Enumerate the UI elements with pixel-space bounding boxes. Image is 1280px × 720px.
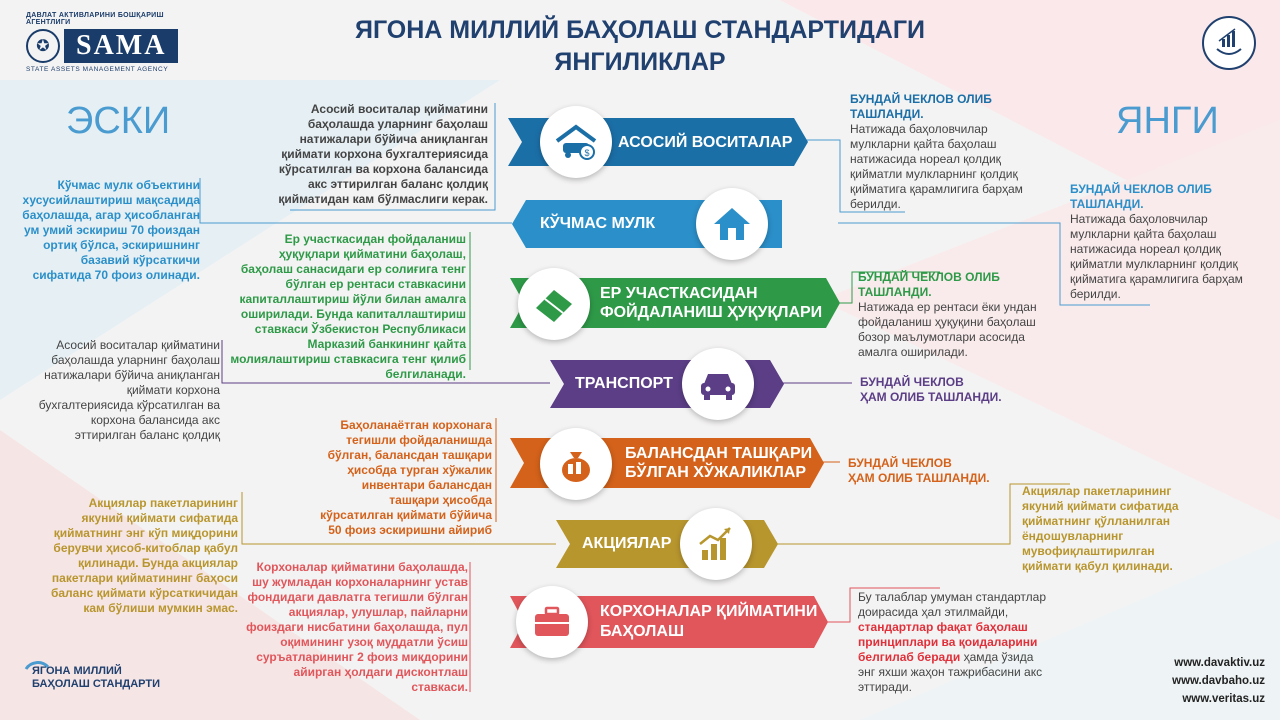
row2-new-head: БУНДАЙ ЧЕКЛОВ ОЛИБ ТАШЛАНДИ. <box>1070 182 1212 211</box>
row3-old-text: Ер участкасидан фойдаланиш ҳуқуқлари қий… <box>230 232 466 381</box>
row4-new-head-2: ҲАМ ОЛИБ ТАШЛАНДИ. <box>860 390 1002 404</box>
row4-new-head-1: БУНДАЙ ЧЕКЛОВ <box>860 375 964 389</box>
row4-old-text: Асосий воситалар қийматини баҳолашда ула… <box>38 338 220 442</box>
footer-logo-line-2: БАҲОЛАШ СТАНДАРТИ <box>32 678 161 690</box>
row7-title-line-1: КОРХОНАЛАР ҚИЙМАТИНИ <box>600 603 818 620</box>
car-in-garage-icon: $ <box>555 124 597 160</box>
row5-new-head-2: ҲАМ ОЛИБ ТАШЛАНДИ. <box>848 471 990 485</box>
row4-title: ТРАНСПОРТ <box>575 375 673 392</box>
row4-new: БУНДАЙ ЧЕКЛОВ ҲАМ ОЛИБ ТАШЛАНДИ. <box>860 375 1030 405</box>
row3-title-line-2: ФОЙДАЛАНИШ ҲУҚУҚЛАРИ <box>600 304 823 321</box>
row3-title: ЕР УЧАСТКАСИДАН ФОЙДАЛАНИШ ҲУҚУҚЛАРИ <box>600 282 822 324</box>
row1-new-text: Натижада баҳоловчилар мулкларни қайта ба… <box>850 122 1023 211</box>
row2-new: БУНДАЙ ЧЕКЛОВ ОЛИБ ТАШЛАНДИ. Натижада ба… <box>1070 182 1260 302</box>
new-label: ЯНГИ <box>1116 100 1219 142</box>
money-bag-icon <box>562 452 590 482</box>
row1-icon-circle: $ <box>540 106 612 178</box>
row2-old-text: Кўчмас мулк объектини хусусийлаштириш ма… <box>22 178 200 282</box>
state-emblem-icon: ✪ <box>26 29 60 63</box>
row1-title: АСОСИЙ ВОСИТАЛАР <box>618 134 793 151</box>
row1-new-head: БУНДАЙ ЧЕКЛОВ ОЛИБ ТАШЛАНДИ. <box>850 92 992 121</box>
logo-bottom-text: STATE ASSETS MANAGEMENT AGENCY <box>26 66 169 73</box>
row6-title: АКЦИЯЛАР <box>582 535 672 552</box>
row7-new-text-c: ҳамда ўзида энг яхши жаҳон тажрибасини а… <box>858 650 1043 694</box>
land-plot-icon <box>536 290 572 322</box>
row6-new-text: Акциялар пакетларининг якуний қиймати си… <box>1022 484 1179 573</box>
row7-title: КОРХОНАЛАР ҚИЙМАТИНИ БАҲОЛАШ <box>600 601 817 643</box>
page-title: ЯГОНА МИЛЛИЙ БАҲОЛАШ СТАНДАРТИДАГИ ЯНГИЛ… <box>320 14 960 78</box>
title-line-2: ЯНГИЛИКЛАР <box>554 48 726 76</box>
row3-new: БУНДАЙ ЧЕКЛОВ ОЛИБ ТАШЛАНДИ. Натижада ер… <box>858 270 1038 360</box>
row7-band <box>510 596 828 648</box>
row7-icon-circle <box>516 586 588 658</box>
house-icon <box>714 208 750 240</box>
website-link-davaktiv[interactable]: www.davaktiv.uz <box>1174 657 1265 669</box>
row5-title-line-1: БАЛАНСДАН ТАШҚАРИ <box>625 445 813 462</box>
row5-new-head-1: БУНДАЙ ЧЕКЛОВ <box>848 456 952 470</box>
agency-emblem-icon <box>1202 16 1256 70</box>
row5-title-line-2: БЎЛГАН ХЎЖАЛИКЛАР <box>625 464 807 481</box>
row5-title: БАЛАНСДАН ТАШҚАРИ БЎЛГАН ХЎЖАЛИКЛАР <box>625 442 812 484</box>
old-label: ЭСКИ <box>66 100 171 142</box>
row5-icon-circle <box>540 428 612 500</box>
logo-wordmark: SAMA <box>64 29 179 63</box>
briefcase-icon <box>535 606 569 636</box>
car-icon <box>701 374 735 400</box>
row5-new: БУНДАЙ ЧЕКЛОВ ҲАМ ОЛИБ ТАШЛАНДИ. <box>848 456 1018 486</box>
row2-new-text: Натижада баҳоловчилар мулкларни қайта ба… <box>1070 212 1243 301</box>
row6-old-text: Акциялар пакетларининг якуний қиймати си… <box>50 496 238 615</box>
row3-new-head: БУНДАЙ ЧЕКЛОВ ОЛИБ ТАШЛАНДИ. <box>858 270 1000 299</box>
row7-title-line-2: БАҲОЛАШ <box>600 623 685 640</box>
row7-old-text: Корхоналар қийматини баҳолашда, шу жумла… <box>246 560 468 694</box>
row7-new: Бу талаблар умуман стандартлар доирасида… <box>858 590 1048 695</box>
row2-title: КЎЧМАС МУЛК <box>540 215 656 232</box>
row2-icon-circle <box>696 188 768 260</box>
logo-top-text: ДАВЛАТ АКТИВЛАРИНИ БОШҚАРИШ АГЕНТЛИГИ <box>26 12 164 26</box>
row5-old-text: Баҳоланаётган корхонага тегишли фойдалан… <box>320 418 492 537</box>
footer-logo: ЯГОНА МИЛЛИЙ БАҲОЛАШ СТАНДАРТИ <box>22 655 162 701</box>
row3-new-text: Натижада ер рентаси ёки ундан фойдаланиш… <box>858 300 1037 359</box>
row3-band <box>510 278 840 328</box>
websites: www.davaktiv.uz www.davbaho.uz www.verit… <box>1155 654 1265 708</box>
row4-icon-circle <box>682 348 754 420</box>
svg-text:$: $ <box>584 148 589 158</box>
standard-logo-icon <box>24 661 50 670</box>
row1-old-text: Асосий воситалар қийматини баҳолашда ула… <box>278 102 488 206</box>
row7-new-text-a: Бу талаблар умуман стандартлар доирасида… <box>858 590 1047 619</box>
title-line-1: ЯГОНА МИЛЛИЙ БАҲОЛАШ СТАНДАРТИДАГИ <box>355 16 925 44</box>
row3-icon-circle <box>518 268 590 340</box>
row6-icon-circle <box>680 508 752 580</box>
website-link-veritas[interactable]: www.veritas.uz <box>1182 693 1265 705</box>
footer-logo-line-1: ЯГОНА МИЛЛИЙ <box>32 665 122 677</box>
row7-new-text-highlight: стандартлар фақат баҳолаш принциплари ва… <box>858 620 1038 664</box>
website-link-davbaho[interactable]: www.davbaho.uz <box>1172 675 1265 687</box>
row1-new: БУНДАЙ ЧЕКЛОВ ОЛИБ ТАШЛАНДИ. Натижада ба… <box>850 92 1030 212</box>
growth-chart-icon <box>699 527 731 560</box>
sama-logo: ДАВЛАТ АКТИВЛАРИНИ БОШҚАРИШ АГЕНТЛИГИ ✪ … <box>26 12 196 73</box>
row3-title-line-1: ЕР УЧАСТКАСИДАН <box>600 285 758 302</box>
